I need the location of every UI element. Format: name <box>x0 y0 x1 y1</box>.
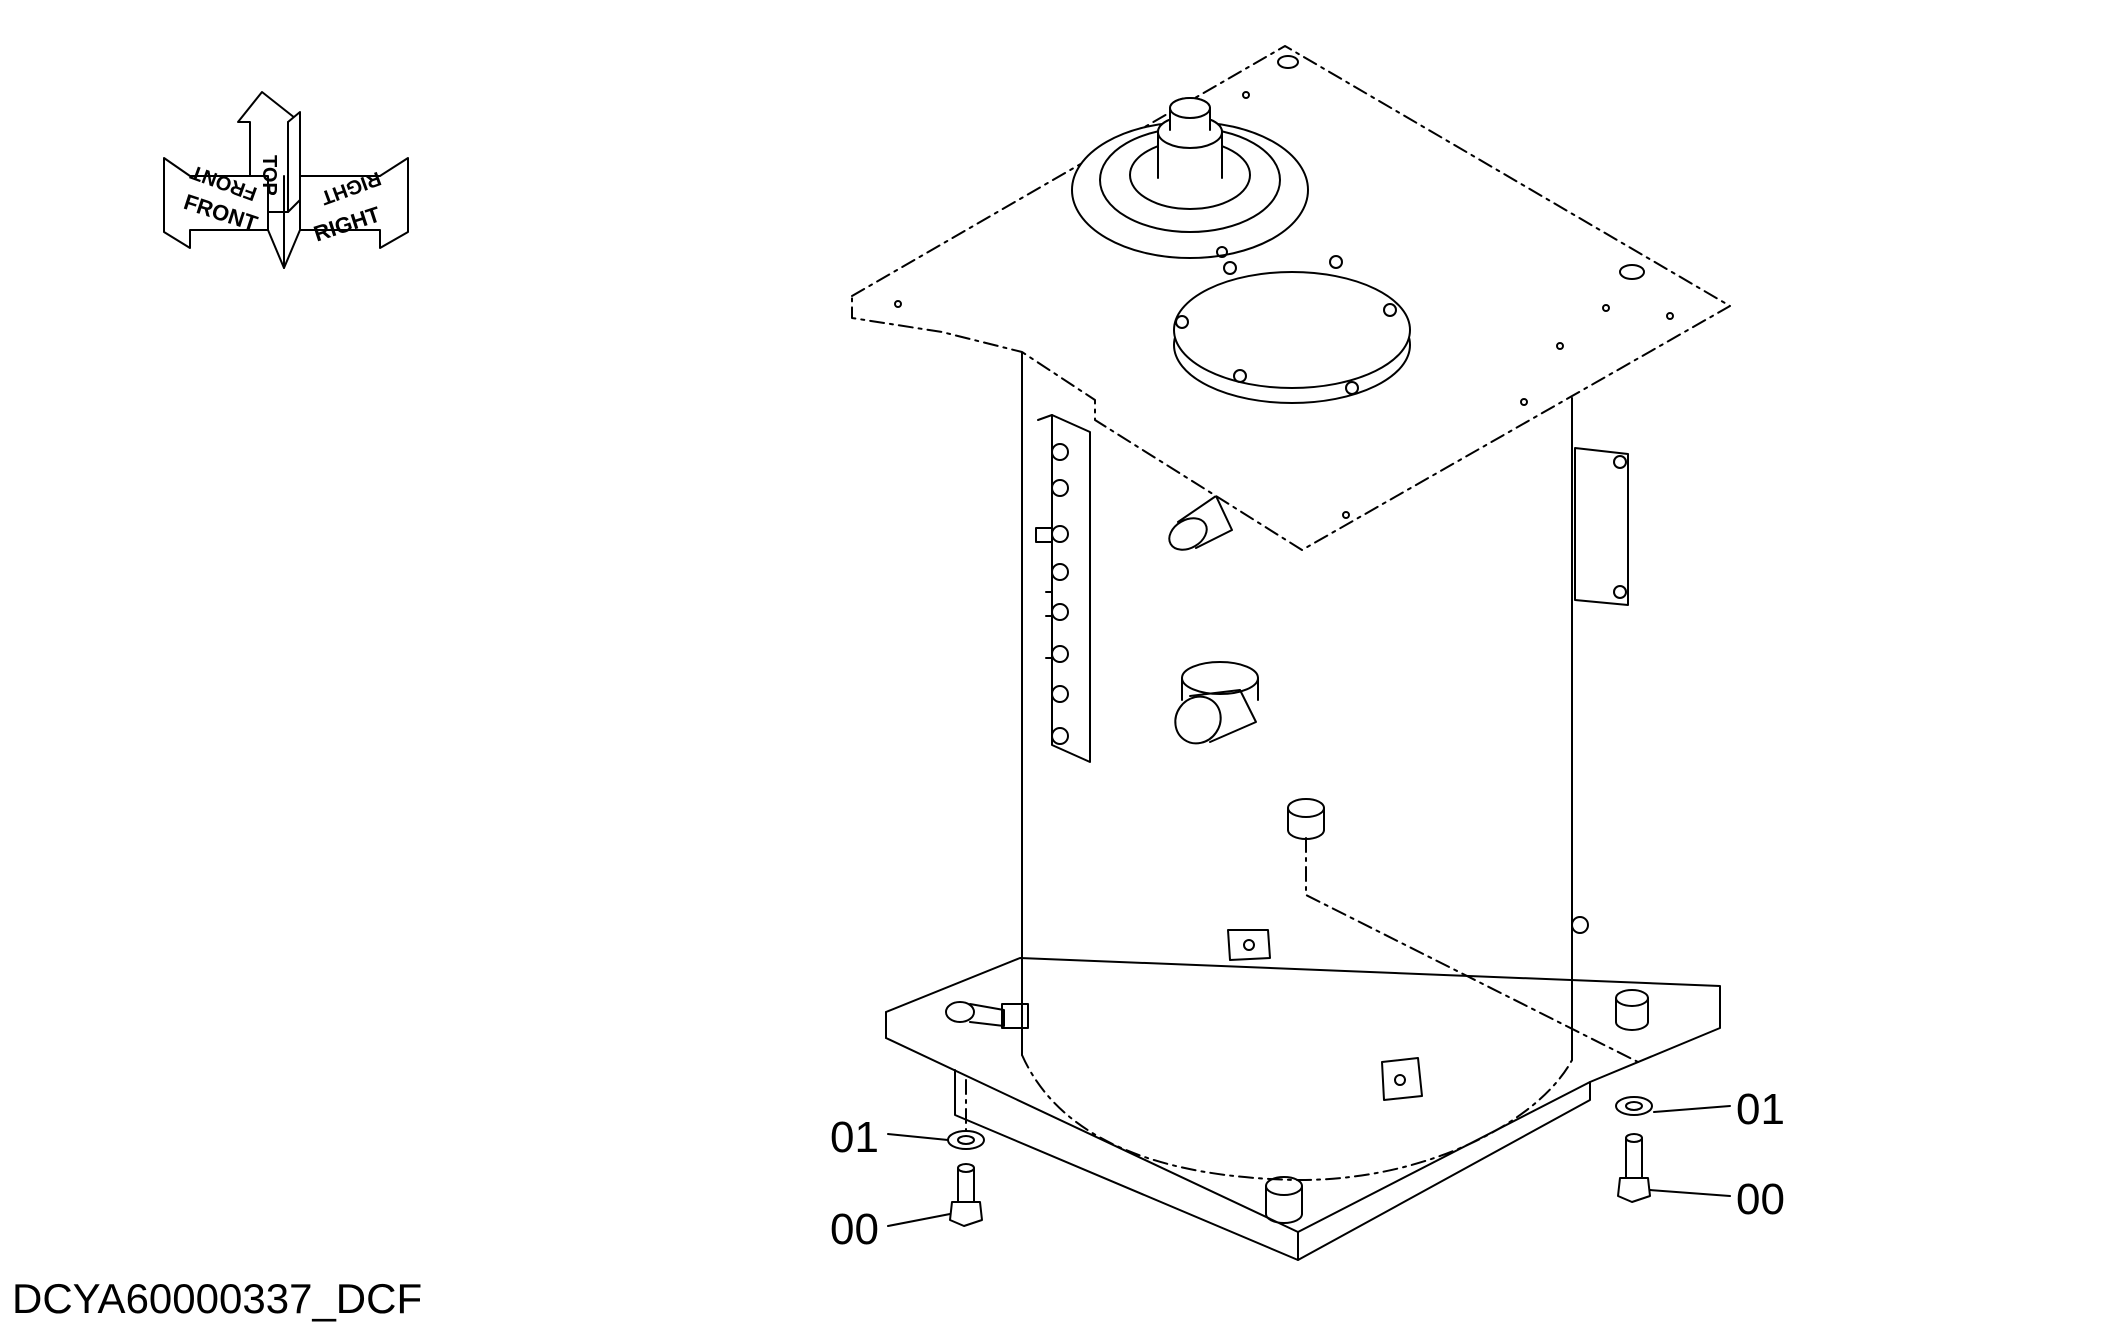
washer-right <box>1615 1096 1653 1116</box>
bolt-left <box>949 1163 983 1227</box>
orientation-indicator: FRONT FRONT TOP RIGHT RIGHT <box>163 91 409 269</box>
callout-00-left: 00 <box>830 1205 879 1254</box>
suction-port <box>1174 661 1259 745</box>
side-bracket <box>1574 447 1629 606</box>
orientation-top-label: TOP <box>258 155 280 196</box>
sight-gauge-strip <box>1035 414 1091 763</box>
bottom-plate-hole <box>1571 916 1589 934</box>
leader-line-01-left <box>887 1133 949 1141</box>
upper-outlet-pipe <box>1168 495 1233 551</box>
breather-filter-flange <box>1071 97 1309 259</box>
bolt-right <box>1617 1133 1651 1203</box>
callout-00-right: 00 <box>1736 1175 1785 1224</box>
washer-left <box>947 1130 985 1150</box>
leader-line-01-right <box>1653 1105 1731 1113</box>
leader-line-00-left <box>887 1213 951 1227</box>
front-arrow-icon <box>163 157 269 249</box>
callout-01-left: 01 <box>830 1113 879 1162</box>
callout-01-right: 01 <box>1736 1085 1785 1134</box>
leader-line-00-right <box>1649 1189 1731 1197</box>
document-id: DCYA60000337_DCF <box>12 1275 423 1322</box>
small-boss <box>1287 798 1325 840</box>
hose-clip-upper <box>1227 929 1271 961</box>
level-sensor <box>945 1001 1029 1029</box>
bottom-mounting-plate <box>885 916 1721 1261</box>
tank-body <box>945 351 1639 1181</box>
right-arrow-icon <box>299 157 409 249</box>
access-cover <box>1173 255 1411 404</box>
hose-clip-lower <box>1381 1057 1423 1101</box>
